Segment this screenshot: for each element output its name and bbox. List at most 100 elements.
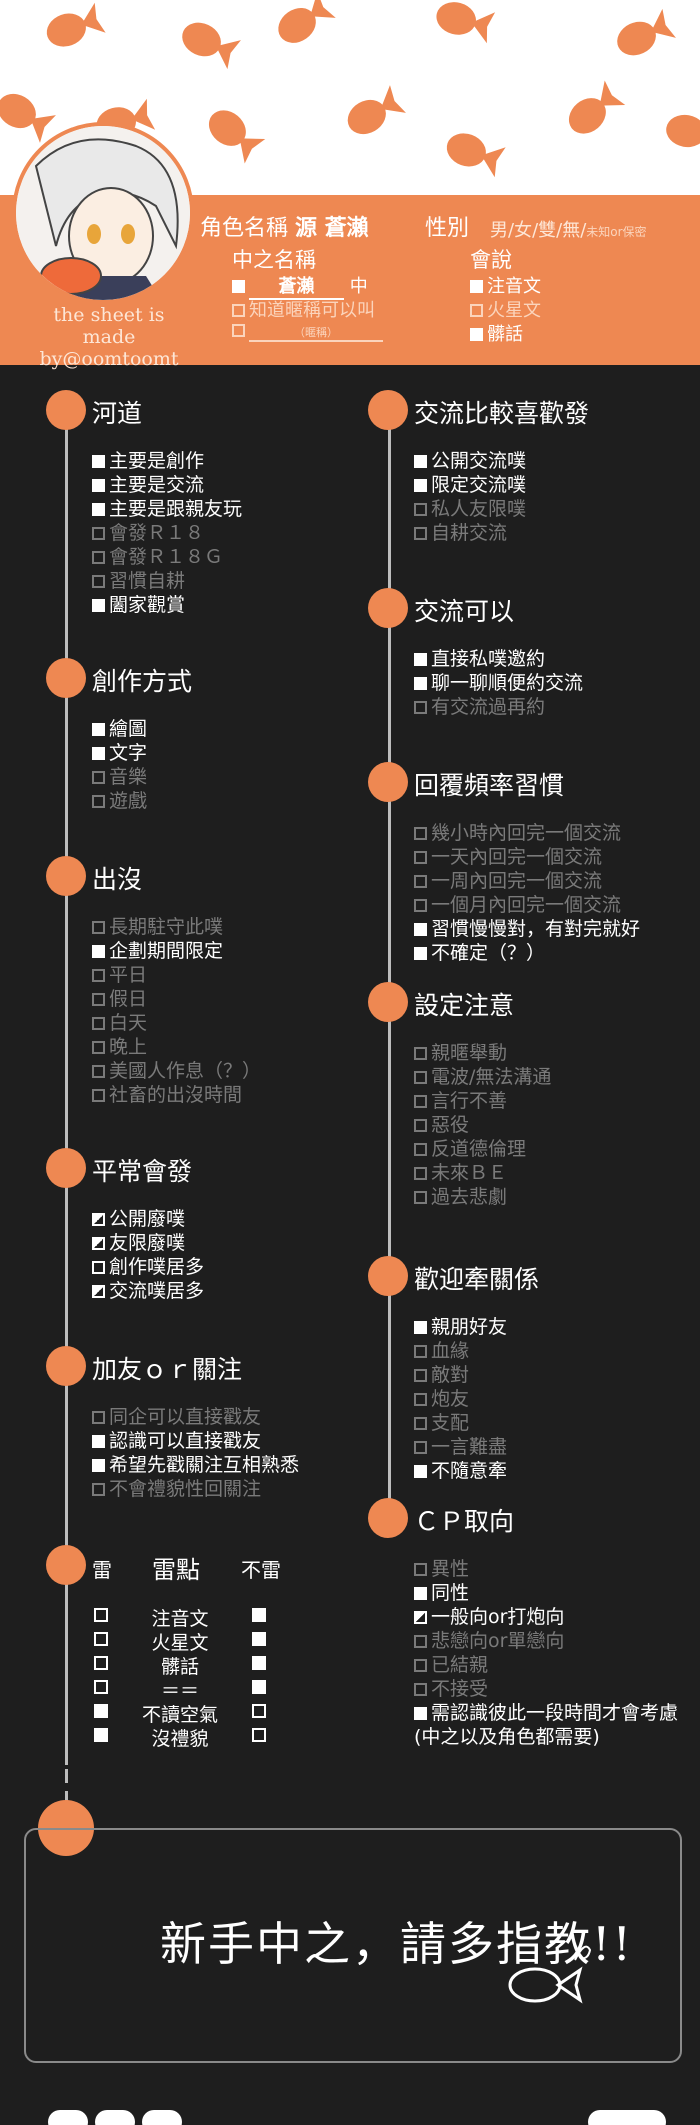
checkbox-icon[interactable] — [414, 851, 427, 864]
reply-option[interactable]: 幾小時內回完一個交流 — [414, 818, 621, 845]
mine-left-checkbox[interactable] — [94, 1608, 108, 1622]
checkbox-icon[interactable] — [92, 1041, 105, 1054]
river-option[interactable]: 闔家觀賞 — [92, 590, 185, 617]
checkbox-icon[interactable] — [92, 993, 105, 1006]
relation-option[interactable]: 敵對 — [414, 1360, 469, 1387]
cp-option[interactable]: 異性 — [414, 1554, 469, 1581]
checkbox-icon[interactable] — [92, 747, 105, 760]
checkbox-icon[interactable] — [92, 527, 105, 540]
notice-option[interactable]: 反道德倫理 — [414, 1134, 526, 1161]
mine-right-checkbox[interactable] — [252, 1728, 266, 1742]
river-option[interactable]: 主要是創作 — [92, 446, 204, 473]
usual-option[interactable]: 公開廢噗 — [92, 1204, 185, 1231]
lang-option[interactable]: 注音文 — [470, 272, 541, 298]
checkbox-icon[interactable] — [414, 899, 427, 912]
mine-right-checkbox[interactable] — [252, 1608, 266, 1622]
relation-option[interactable]: 血緣 — [414, 1336, 469, 1363]
checkbox-icon[interactable] — [414, 503, 427, 516]
prefer-option[interactable]: 限定交流噗 — [414, 470, 526, 497]
mine-right-checkbox[interactable] — [252, 1656, 266, 1670]
create-option[interactable]: 遊戲 — [92, 786, 147, 813]
checkbox-icon[interactable] — [92, 503, 105, 516]
appear-option[interactable]: 白天 — [92, 1008, 147, 1035]
can-option[interactable]: 有交流過再約 — [414, 692, 545, 719]
appear-option[interactable]: 平日 — [92, 960, 147, 987]
checkbox-icon[interactable] — [92, 1213, 105, 1226]
checkbox-icon[interactable] — [414, 923, 427, 936]
usual-option[interactable]: 創作噗居多 — [92, 1252, 204, 1279]
checkbox-icon[interactable] — [414, 1321, 427, 1334]
checkbox-icon[interactable] — [470, 304, 483, 317]
river-option[interactable]: 會發Ｒ１８Ｇ — [92, 542, 223, 569]
prefer-option[interactable]: 公開交流噗 — [414, 446, 526, 473]
checkbox-icon[interactable] — [414, 455, 427, 468]
usual-option[interactable]: 友限廢噗 — [92, 1228, 185, 1255]
pl-nickname-blank-checkbox[interactable] — [232, 324, 245, 337]
checkbox-icon[interactable] — [414, 1707, 427, 1720]
relation-option[interactable]: 不隨意牽 — [414, 1456, 507, 1483]
checkbox-icon[interactable] — [92, 1435, 105, 1448]
checkbox-icon[interactable] — [92, 771, 105, 784]
lang-option[interactable]: 火星文 — [470, 296, 541, 322]
checkbox-icon[interactable] — [414, 1393, 427, 1406]
notice-option[interactable]: 惡役 — [414, 1110, 469, 1137]
checkbox-icon[interactable] — [92, 551, 105, 564]
checkbox-icon[interactable] — [92, 945, 105, 958]
relation-option[interactable]: 炮友 — [414, 1384, 469, 1411]
checkbox-icon[interactable] — [414, 1071, 427, 1084]
friend-option[interactable]: 同企可以直接戳友 — [92, 1402, 261, 1429]
reply-option[interactable]: 一周內回完一個交流 — [414, 866, 602, 893]
checkbox-icon[interactable] — [414, 1119, 427, 1132]
cp-option[interactable]: 同性 — [414, 1578, 469, 1605]
checkbox-icon[interactable] — [470, 328, 483, 341]
river-option[interactable]: 會發Ｒ１８ — [92, 518, 204, 545]
appear-option[interactable]: 社畜的出沒時間 — [92, 1080, 242, 1107]
checkbox-icon[interactable] — [92, 1411, 105, 1424]
checkbox-icon[interactable] — [470, 280, 483, 293]
create-option[interactable]: 繪圖 — [92, 714, 147, 741]
mine-left-checkbox[interactable] — [94, 1656, 108, 1670]
checkbox-icon[interactable] — [414, 1095, 427, 1108]
checkbox-icon[interactable] — [92, 795, 105, 808]
appear-option[interactable]: 長期駐守此噗 — [92, 912, 223, 939]
checkbox-icon[interactable] — [414, 875, 427, 888]
cp-option[interactable]: 已結親 — [414, 1650, 488, 1677]
checkbox-icon[interactable] — [414, 1563, 427, 1576]
checkbox-icon[interactable] — [92, 455, 105, 468]
reply-option[interactable]: 一天內回完一個交流 — [414, 842, 602, 869]
prefer-option[interactable]: 私人友限噗 — [414, 494, 526, 521]
create-option[interactable]: 音樂 — [92, 762, 147, 789]
appear-option[interactable]: 晚上 — [92, 1032, 147, 1059]
checkbox-icon[interactable] — [92, 1285, 105, 1298]
checkbox-icon[interactable] — [414, 1587, 427, 1600]
river-option[interactable]: 習慣自耕 — [92, 566, 185, 593]
checkbox-icon[interactable] — [92, 575, 105, 588]
mine-right-checkbox[interactable] — [252, 1632, 266, 1646]
notice-option[interactable]: 親暱舉動 — [414, 1038, 507, 1065]
checkbox-icon[interactable] — [92, 1483, 105, 1496]
checkbox-icon[interactable] — [414, 1047, 427, 1060]
mine-left-checkbox[interactable] — [94, 1704, 108, 1718]
reply-option[interactable]: 一個月內回完一個交流 — [414, 890, 621, 917]
friend-option[interactable]: 希望先戳關注互相熟悉 — [92, 1450, 299, 1477]
checkbox-icon[interactable] — [414, 1465, 427, 1478]
checkbox-icon[interactable] — [414, 1167, 427, 1180]
notice-option[interactable]: 言行不善 — [414, 1086, 507, 1113]
checkbox-icon[interactable] — [414, 1441, 427, 1454]
checkbox-icon[interactable] — [414, 677, 427, 690]
relation-option[interactable]: 一言難盡 — [414, 1432, 507, 1459]
checkbox-icon[interactable] — [414, 1369, 427, 1382]
checkbox-icon[interactable] — [92, 1237, 105, 1250]
mine-left-checkbox[interactable] — [94, 1728, 108, 1742]
reply-option[interactable]: 不確定（？） — [414, 938, 545, 965]
lang-option[interactable]: 髒話 — [470, 320, 523, 346]
checkbox-icon[interactable] — [414, 1345, 427, 1358]
notice-option[interactable]: 過去悲劇 — [414, 1182, 507, 1209]
checkbox-icon[interactable] — [92, 1017, 105, 1030]
usual-option[interactable]: 交流噗居多 — [92, 1276, 204, 1303]
checkbox-icon[interactable] — [414, 1143, 427, 1156]
can-option[interactable]: 聊一聊順便約交流 — [414, 668, 583, 695]
checkbox-icon[interactable] — [414, 653, 427, 666]
notice-option[interactable]: 未來ＢＥ — [414, 1158, 507, 1185]
checkbox-icon[interactable] — [92, 723, 105, 736]
